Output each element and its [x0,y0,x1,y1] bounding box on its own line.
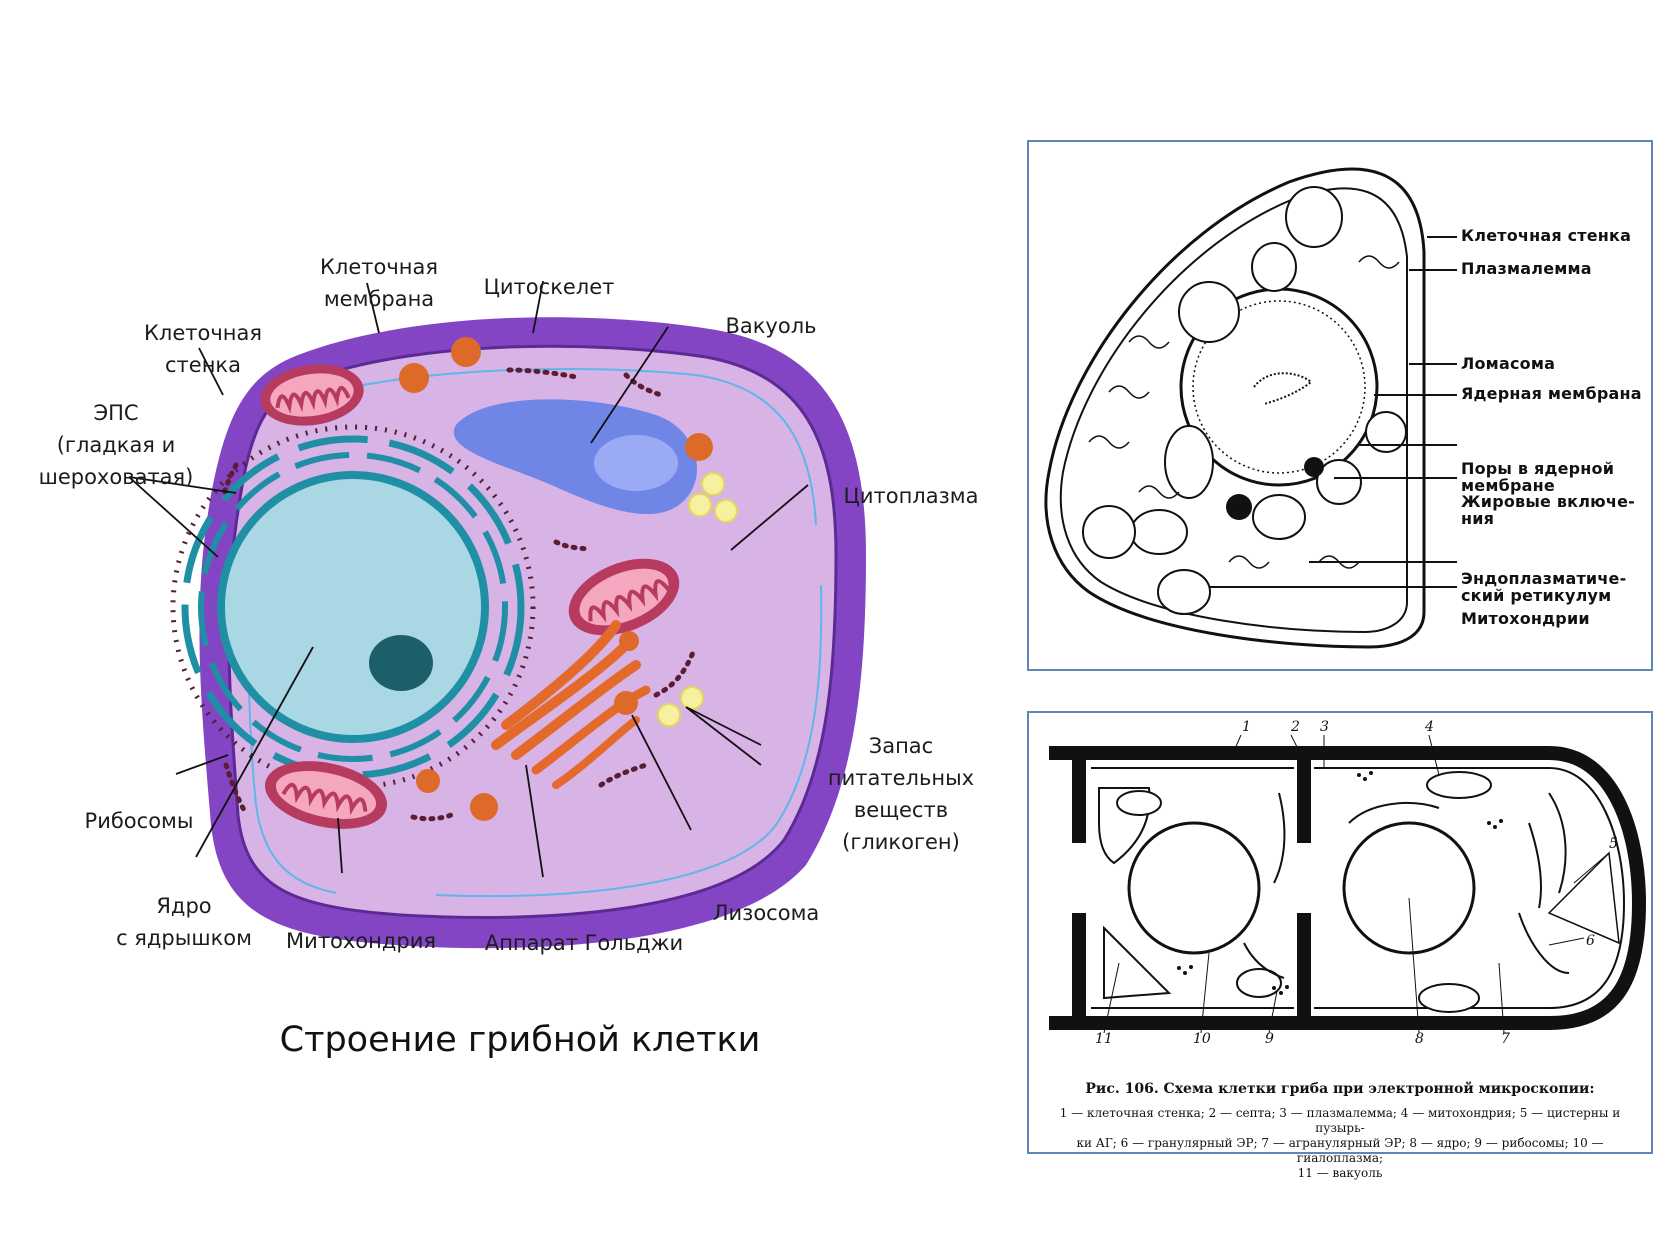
ribosomes [1177,771,1503,995]
mitochondrion-top [260,364,364,426]
mitochondria [1082,186,1407,615]
mitochondrion-right [568,558,680,636]
main-caption: Строение грибной клетки [279,1020,761,1060]
nucleus [1127,821,1261,955]
nucleus [217,471,489,743]
fig1-label-cell-wall: Клеточная стенка [1461,226,1632,245]
cytoskeleton [435,584,823,898]
golgi-region [1547,851,1620,945]
label-lysosome: Лизосома [712,901,820,925]
fig2-number-2: 2 [1291,719,1300,735]
fig2-number-7: 7 [1501,1031,1510,1047]
fig1-label-nuclear-membrane: Ядерная мембрана [1461,384,1642,403]
lysosome [619,631,639,651]
fig2-number-5: 5 [1609,836,1618,852]
fig2-caption-title: Рис. 106. Схема клетки гриба при электро… [1085,1081,1595,1097]
fig1-label-nuclear-pores: Поры в ядерной мембране [1461,459,1615,495]
fig2-number-10: 10 [1193,1031,1211,1047]
vacuole [1103,925,1172,1000]
label-cytoplasm: Цитоплазма [843,484,979,508]
leader-lines [1209,236,1457,588]
label-cytoskeleton: Цитоскелет [483,275,615,299]
hypha-line-drawing [1049,734,1647,1034]
plasmalemma [1059,187,1408,634]
fungal-cell-diagram: Клеточная мембрана Цитоскелет Клеточная … [36,225,996,1005]
leader-lines [1103,734,1610,1034]
mitochondria [1116,771,1492,1013]
figure-bottom: 1 2 3 4 5 6 7 8 9 10 11 Рис. 106. Схема … [1027,711,1653,1180]
fig2-number-3: 3 [1320,719,1329,735]
fig2-number-11: 11 [1095,1031,1113,1047]
label-golgi: Аппарат Гольджи [484,931,684,955]
golgi-apparatus [491,620,651,789]
nuclear-membrane-inner [1192,300,1366,474]
fig1-label-er: Эндоплазматиче- ский ретикулум [1461,569,1627,605]
fig2-number-1: 1 [1242,719,1251,735]
lipid-inclusions [1226,457,1324,520]
leader-lines [128,280,809,878]
lysosome [685,433,713,461]
lysosome [614,691,638,715]
free-ribosomes [221,367,697,822]
nucleolus [369,635,433,691]
lysosome [399,363,429,393]
label-nucleus: Ядро с ядрышком [116,894,252,950]
endoplasmic-reticulum [1243,792,1570,979]
label-er: ЭПС (гладкая и шероховатая) [38,401,194,489]
fig1-label-lipid-inclusions: Жировые включе- ния [1461,492,1635,528]
fig1-label-mitochondria: Митохондрии [1461,609,1590,628]
glycogen-granules [657,472,738,727]
fungal-cell-illustration [128,280,866,949]
lysosome [416,769,440,793]
fig2-number-4: 4 [1425,719,1434,735]
er-middle [198,452,508,762]
fig2-number-8: 8 [1415,1031,1424,1047]
label-ribosomes: Рибосомы [84,809,194,833]
label-cell-membrane: Клеточная мембрана [320,255,438,311]
figure-top: Клеточная стенка Плазмалемма Ломасома Яд… [1027,140,1653,671]
fungal-cell-line-drawing [1044,167,1457,649]
nucleus [1342,821,1476,955]
fig2-number-6: 6 [1586,933,1595,949]
label-cell-wall: Клеточная стенка [144,321,262,377]
fig2-number-9: 9 [1265,1031,1274,1047]
label-vacuole: Вакуоль [725,314,817,338]
er-rough-ribosomes [170,424,536,790]
lysosome [451,337,481,367]
lysosome [470,793,498,821]
fig1-label-lomasome: Ломасома [1461,354,1556,373]
mitochondrion-bottom [264,761,388,829]
plasmalemma [1091,767,1626,1009]
endoplasmic-reticulum [1088,255,1400,569]
er-outer [181,435,525,779]
label-nutrient-reserve: Запас питательных веществ (гликоген) [827,734,975,854]
vacuole-inner [594,435,678,491]
hypha-wall [1049,746,1647,1030]
fig2-caption-legend: 1 — клеточная стенка; 2 — септа; 3 — пла… [1059,1106,1621,1180]
fig1-label-plasmalemma: Плазмалемма [1461,259,1592,278]
label-mitochondrion: Митохондрия [286,929,436,953]
